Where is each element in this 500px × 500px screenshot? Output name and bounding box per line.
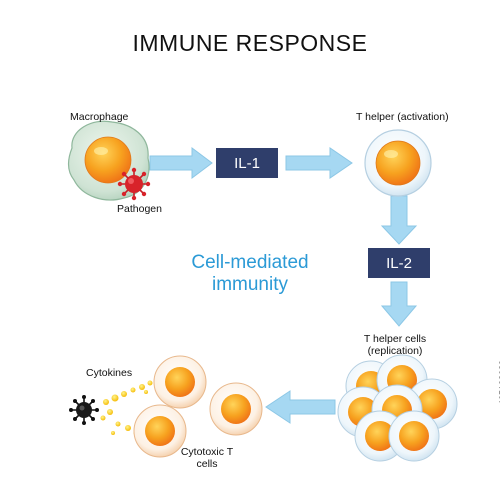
cytotoxic-t-cell-bottom [133,404,187,458]
pathogen-virus [117,167,151,201]
arrow-il1-to-thelper [285,147,353,179]
diagram-title: IMMUNE RESPONSE [132,30,368,56]
target-pathogen [69,395,99,425]
cytokines-label: Cytokines [86,367,133,379]
il1-label-box: IL-1 [216,148,278,178]
arrow-macrophage-to-il1 [149,147,213,179]
t-helper-replication-cluster [337,354,458,462]
il2-label-box: IL-2 [368,248,430,278]
arrow-il2-to-replication [380,281,418,327]
t-helper-replication-label: T helper cells (replication) [363,333,427,357]
cell-mediated-immunity-heading: Cell-mediated immunity [191,252,309,295]
macrophage-label: Macrophage [70,111,129,123]
pathogen-label: Pathogen [117,203,162,215]
t-helper-activation-cell [364,129,432,197]
t-helper-activation-label: T helper (activation) [356,111,449,123]
cytotoxic-t-cell-top [153,355,207,409]
cytotoxic-t-cells-label: Cytotoxic T cells [180,446,234,470]
arrow-replication-to-cytotoxic [265,390,336,424]
cytotoxic-t-cell-right [209,382,263,436]
arrow-thelper-to-il2 [380,195,418,245]
